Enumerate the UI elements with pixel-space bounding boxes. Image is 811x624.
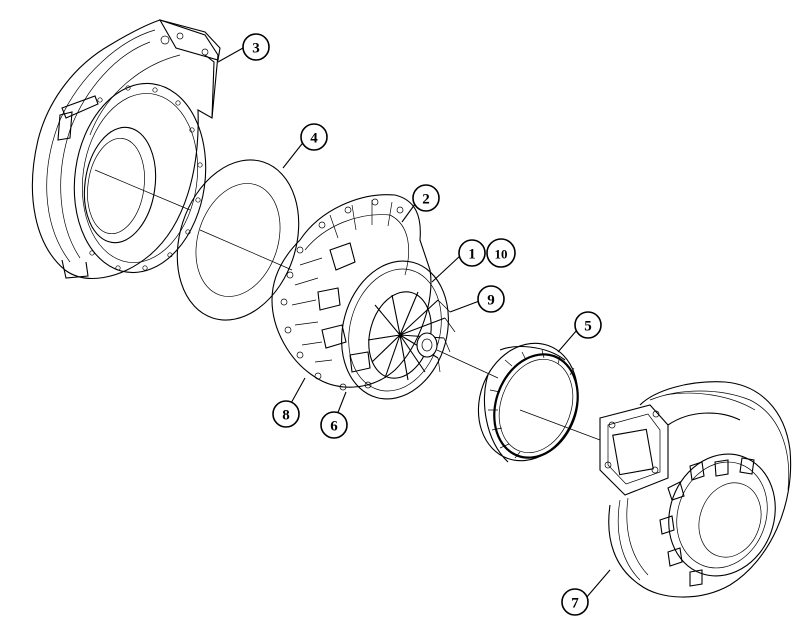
gasket xyxy=(176,159,300,321)
callout-4-label: 4 xyxy=(310,131,318,147)
housing-top-left xyxy=(31,19,221,279)
callout-5: 5 xyxy=(574,311,602,339)
callout-10-label: 10 xyxy=(495,247,508,262)
callout-7-label: 7 xyxy=(571,596,579,612)
callout-7: 7 xyxy=(561,588,589,616)
callout-9-label: 9 xyxy=(487,293,495,309)
housing-bottom-right xyxy=(599,381,792,598)
callout-8: 8 xyxy=(272,400,300,428)
callout-8-label: 8 xyxy=(282,408,290,424)
callout-4: 4 xyxy=(300,123,328,151)
callout-2: 2 xyxy=(412,184,440,212)
callout-3-label: 3 xyxy=(252,41,260,57)
callout-6-label: 6 xyxy=(330,419,338,435)
callout-3: 3 xyxy=(242,33,270,61)
callout-10: 10 xyxy=(486,238,516,268)
center-housing xyxy=(271,194,432,391)
compressor-wheel xyxy=(341,260,499,400)
callout-6: 6 xyxy=(320,411,348,439)
callout-5-label: 5 xyxy=(584,319,592,335)
clamp-ring xyxy=(477,342,601,463)
leader-lines xyxy=(217,47,611,599)
callout-2-label: 2 xyxy=(422,192,430,208)
callout-9: 9 xyxy=(477,285,505,313)
callout-1-label: 1 xyxy=(468,247,476,263)
callout-1: 1 xyxy=(458,239,486,267)
